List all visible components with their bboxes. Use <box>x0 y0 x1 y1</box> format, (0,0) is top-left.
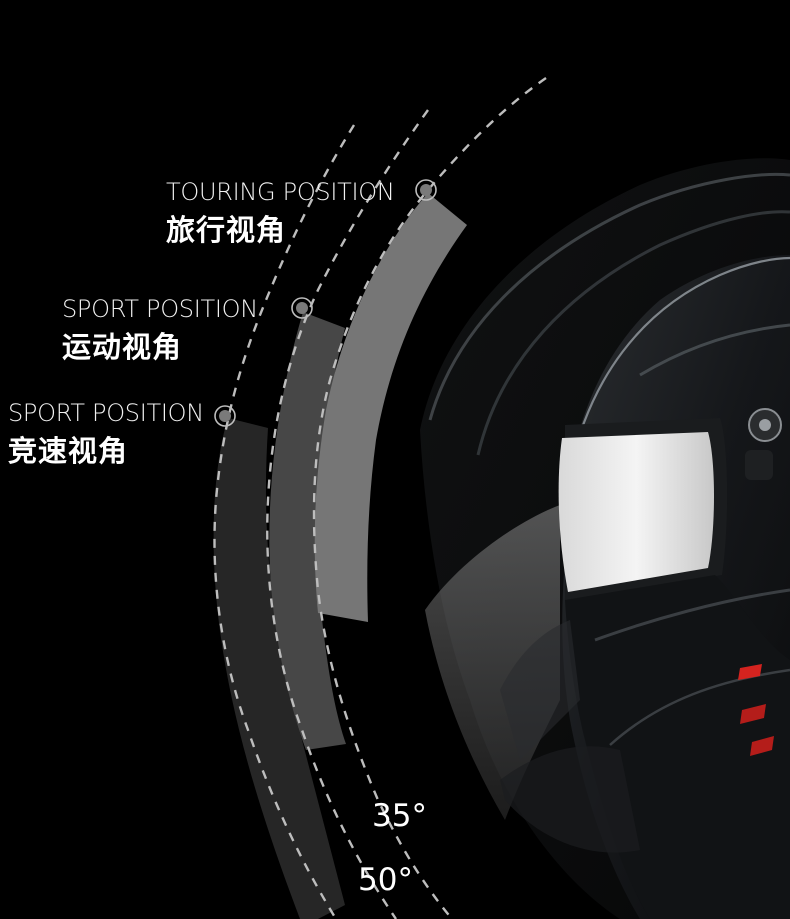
angle-50-label: 50° <box>358 862 413 898</box>
angle-35-label: 35° <box>372 798 427 834</box>
touring-position-label: TOURING POSITION 旅行视角 <box>166 179 395 247</box>
racing-marker-icon <box>214 405 236 427</box>
racing-angle-band <box>213 418 345 919</box>
touring-angle-band <box>314 193 467 622</box>
sport-position-cn: 运动视角 <box>62 330 183 364</box>
racing-position-en: SPORT POSITION <box>8 399 204 427</box>
touring-position-cn: 旅行视角 <box>166 213 287 247</box>
sport-marker-icon <box>291 297 313 319</box>
helmet-illustration-icon <box>420 158 790 919</box>
sport-angle-band <box>269 312 346 750</box>
racing-dashed-arc <box>213 124 356 919</box>
sport-position-label: SPORT POSITION 运动视角 <box>62 296 258 364</box>
racing-position-label: SPORT POSITION 竞速视角 <box>8 400 204 468</box>
racing-position-cn: 竞速视角 <box>8 434 129 468</box>
touring-marker-icon <box>415 179 437 201</box>
sport-position-en: SPORT POSITION <box>62 295 258 323</box>
sport-dashed-arc <box>266 109 429 919</box>
touring-position-en: TOURING POSITION <box>166 178 395 206</box>
